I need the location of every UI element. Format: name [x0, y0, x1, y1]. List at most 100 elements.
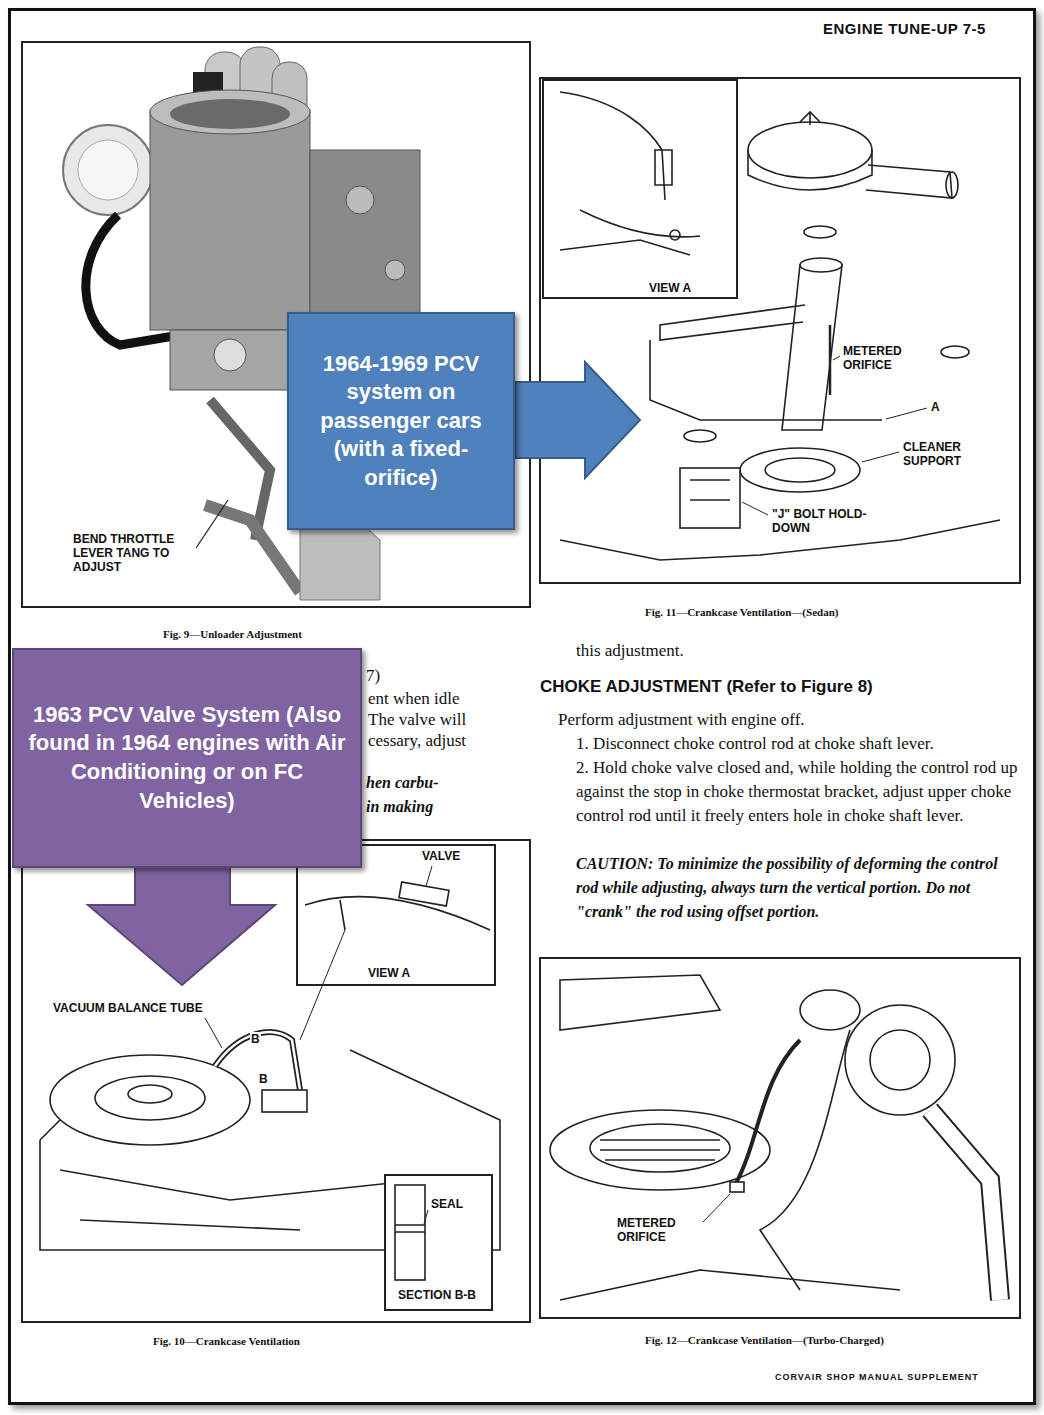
page-header: ENGINE TUNE-UP 7-5	[823, 20, 986, 37]
fig12-drawing	[600, 1140, 720, 1160]
fig11-drawing	[655, 150, 672, 185]
fig11-drawing	[833, 356, 840, 360]
fig9-photo	[78, 140, 138, 200]
body-text: in making	[366, 797, 433, 817]
section-letter: B	[250, 1032, 261, 1046]
fig11-drawing	[684, 430, 716, 442]
fig9-photo	[205, 505, 300, 592]
fig11-drawing	[543, 80, 737, 298]
fig11-drawing	[748, 150, 872, 190]
fig10-drawing	[60, 1170, 420, 1230]
fig9-photo	[22, 42, 530, 607]
fig10-drawing	[426, 866, 432, 886]
fig12-drawing	[590, 1124, 730, 1172]
callout-arrows	[88, 866, 275, 985]
fig11-drawing	[660, 305, 805, 340]
part-label: METERED ORIFICE	[842, 344, 924, 372]
part-label: VALVE	[421, 849, 461, 863]
fig10-drawing	[262, 1090, 307, 1112]
fig11-drawing	[829, 325, 832, 395]
fig10-drawing	[22, 840, 530, 1322]
fig11-drawing	[748, 122, 872, 178]
fig11-drawing	[804, 226, 836, 238]
fig11-drawing	[560, 92, 665, 200]
fig10-drawing	[305, 897, 490, 930]
fig12-drawing	[735, 1040, 800, 1185]
fig12-drawing	[703, 1194, 730, 1222]
callout-letter: A	[930, 400, 941, 414]
fig12-drawing	[730, 1182, 744, 1192]
fig11-drawing	[740, 448, 860, 492]
view-label: VIEW A	[367, 966, 411, 980]
body-text: 2. Hold choke valve closed and, while ho…	[576, 756, 1020, 828]
fig11-drawing	[670, 230, 680, 240]
body-text: 1. Disconnect choke control rod at choke…	[576, 732, 1020, 756]
fig11-drawing	[540, 78, 1020, 583]
view-label: VIEW A	[648, 281, 692, 295]
fig11-drawing	[560, 240, 690, 255]
body-text: ent when idle	[368, 689, 460, 709]
fig9-photo	[214, 339, 246, 371]
part-label: METERED ORIFICE	[616, 1216, 702, 1244]
part-label: CLEANER SUPPORT	[902, 440, 988, 468]
fig10-drawing	[385, 1175, 492, 1310]
callout-text: 1963 PCV Valve System (Also found in 196…	[24, 701, 350, 815]
fig10-drawing	[95, 1076, 205, 1120]
fig10-drawing	[300, 930, 345, 1040]
section-heading: CHOKE ADJUSTMENT (Refer to Figure 8)	[540, 677, 873, 697]
fig12-drawing	[930, 1110, 1000, 1300]
figure-caption: Fig. 11—Crankcase Ventilation—(Sedan)	[645, 606, 838, 619]
part-label: SEAL	[430, 1197, 464, 1211]
fig10-drawing	[50, 1055, 250, 1145]
fig9-photo	[150, 110, 310, 330]
fig9-photo	[196, 500, 228, 548]
fig11-drawing	[580, 210, 700, 237]
fig12-drawing	[800, 990, 860, 1030]
fig9-photo	[170, 99, 290, 129]
fig12-drawing	[845, 1005, 955, 1115]
fig10-drawing	[424, 1210, 428, 1224]
fig10-drawing	[128, 1085, 172, 1103]
figure-caption: Fig. 12—Crankcase Ventilation—(Turbo-Cha…	[645, 1334, 884, 1347]
fig10-drawing	[399, 882, 449, 906]
fig11-drawing	[742, 502, 768, 515]
body-text: this adjustment.	[576, 641, 684, 661]
fig11-drawing	[862, 452, 899, 462]
callout-arrows	[515, 362, 640, 478]
fig11-drawing	[800, 258, 842, 272]
fig10-drawing	[205, 1018, 222, 1048]
figure-caption: Fig. 10—Crankcase Ventilation	[153, 1335, 300, 1348]
figure-caption: Fig. 9—Unloader Adjustment	[163, 628, 302, 641]
body-text: 7)	[366, 666, 380, 686]
fig12-drawing	[560, 1270, 900, 1300]
body-text: Perform adjustment with engine off.	[558, 708, 1018, 732]
fig9-photo	[22, 42, 530, 607]
fig11-drawing	[680, 468, 740, 528]
fig12-drawing	[540, 958, 1020, 1318]
fig12-drawing	[760, 1030, 850, 1290]
callout-box: 1963 PCV Valve System (Also found in 196…	[12, 648, 362, 868]
fig9-photo	[385, 260, 405, 280]
fig9-photo	[310, 150, 420, 320]
part-label: VACUUM BALANCE TUBE	[52, 1001, 204, 1015]
part-label: "J" BOLT HOLD-DOWN	[771, 507, 877, 535]
section-letter: B	[258, 1072, 269, 1086]
fig10-drawing	[395, 1185, 425, 1280]
body-text: cessary, adjust	[368, 731, 466, 751]
fig10-drawing	[22, 840, 530, 1322]
fig10-drawing	[395, 1225, 425, 1232]
fig9-photo	[346, 186, 374, 214]
fig11-drawing	[866, 165, 952, 198]
fig11-drawing	[782, 265, 842, 430]
fig11-drawing	[540, 78, 1020, 583]
fig10-drawing	[215, 1032, 300, 1090]
fig10-drawing	[215, 1032, 300, 1090]
fig11-drawing	[941, 346, 969, 358]
fig11-drawing	[690, 480, 730, 500]
fig12-drawing	[870, 1030, 930, 1090]
fig12-drawing	[560, 975, 720, 1030]
fig9-photo	[86, 215, 180, 345]
callout-box: 1964-1969 PCV system on passenger cars (…	[287, 312, 515, 530]
callout-text: 1964-1969 PCV system on passenger cars (…	[299, 350, 503, 493]
